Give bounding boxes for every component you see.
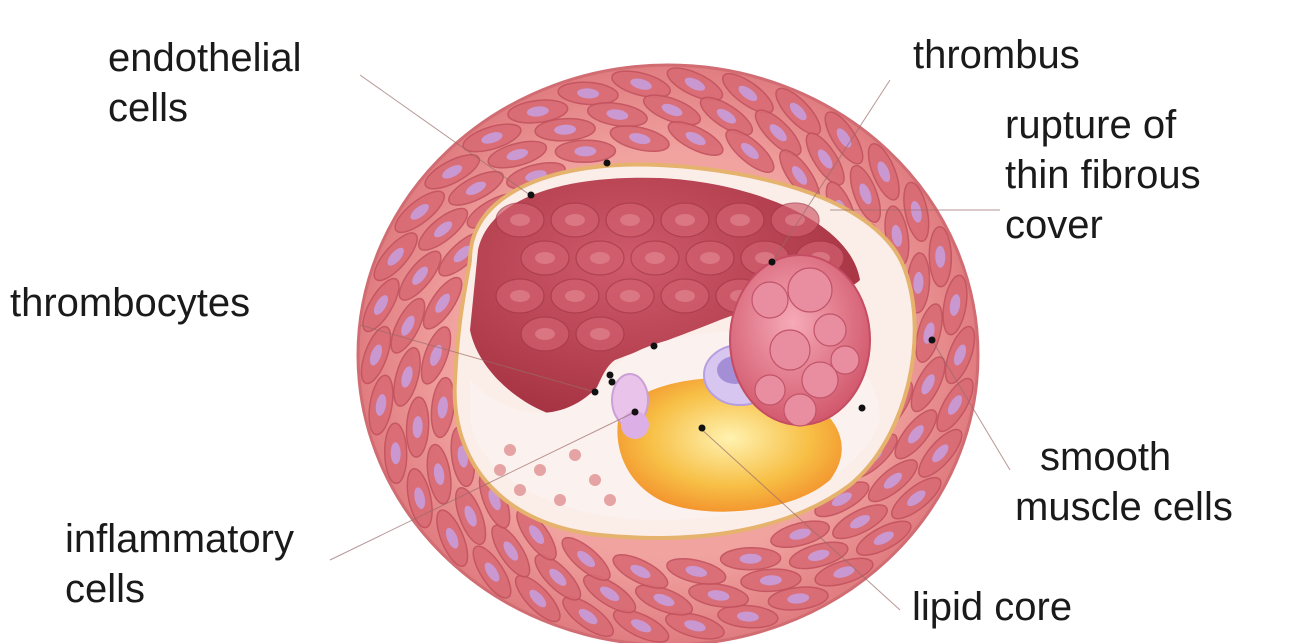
label-thrombocytes: thrombocytes — [10, 278, 250, 328]
thrombus-blob — [784, 394, 816, 426]
plaque-cell — [569, 449, 581, 461]
plaque-cell — [504, 444, 516, 456]
plaque-cell — [554, 494, 566, 506]
thrombus-blob — [755, 375, 785, 405]
label-line: thin fibrous — [1005, 150, 1201, 200]
label-smooth-muscle-cells: smooth muscle cells — [1040, 432, 1233, 532]
label-line: thrombus — [913, 30, 1080, 80]
dot-rupture — [651, 343, 658, 350]
red-blood-cell — [551, 279, 599, 313]
red-blood-cell — [521, 317, 569, 351]
label-line: thrombocytes — [10, 278, 250, 328]
red-blood-cell — [661, 203, 709, 237]
smooth-muscle-cell — [555, 140, 615, 163]
dot-endothelial-2 — [604, 160, 611, 167]
label-line: cover — [1005, 200, 1201, 250]
label-rupture-fibrous-cover: rupture of thin fibrous cover — [1005, 100, 1201, 250]
label-line: muscle cells — [1015, 482, 1233, 532]
dot-thrombocytes-2 — [607, 372, 614, 379]
dot-lipid-2 — [859, 405, 866, 412]
plaque-cell — [589, 474, 601, 486]
dot-inflammatory — [632, 409, 639, 416]
red-blood-cell — [521, 241, 569, 275]
label-thrombus: thrombus — [913, 30, 1080, 80]
smooth-muscle-cell — [720, 547, 780, 570]
plaque-cell — [494, 464, 506, 476]
red-blood-cell — [686, 241, 734, 275]
red-blood-cell — [496, 203, 544, 237]
plaque-cell — [604, 494, 616, 506]
red-blood-cell — [551, 203, 599, 237]
label-line: rupture of — [1005, 100, 1201, 150]
thrombus-blob — [752, 282, 788, 318]
plaque-cell — [514, 484, 526, 496]
smooth-muscle-cell — [929, 226, 952, 286]
thrombus-mass — [730, 255, 870, 426]
label-line: endothelial — [108, 33, 302, 83]
label-line: smooth — [1040, 432, 1233, 482]
red-blood-cell — [716, 203, 764, 237]
label-line: lipid core — [912, 582, 1072, 632]
label-line: cells — [108, 83, 302, 133]
dot-smooth — [929, 337, 936, 344]
dot-lipid — [699, 425, 706, 432]
thrombus-blob — [788, 268, 832, 312]
red-blood-cell — [771, 203, 819, 237]
red-blood-cell — [606, 203, 654, 237]
red-blood-cell — [661, 279, 709, 313]
plaque-cell — [534, 464, 546, 476]
label-endothelial-cells: endothelial cells — [108, 33, 302, 133]
red-blood-cell — [631, 241, 679, 275]
thrombus-blob — [770, 330, 810, 370]
label-lipid-core: lipid core — [912, 582, 1072, 632]
thrombus-blob — [831, 346, 859, 374]
red-blood-cell — [606, 279, 654, 313]
label-line: inflammatory — [65, 514, 294, 564]
thrombus-blob — [814, 314, 846, 346]
label-inflammatory-cells: inflammatory cells — [65, 514, 294, 614]
smooth-muscle-cell — [384, 423, 407, 483]
label-line: cells — [65, 564, 294, 614]
dot-thrombocytes-3 — [609, 379, 616, 386]
dot-thrombocytes-1 — [592, 389, 599, 396]
red-blood-cell — [496, 279, 544, 313]
dot-endothelial — [528, 192, 535, 199]
red-blood-cell — [576, 241, 624, 275]
red-blood-cell — [576, 317, 624, 351]
dot-thrombus — [769, 259, 776, 266]
